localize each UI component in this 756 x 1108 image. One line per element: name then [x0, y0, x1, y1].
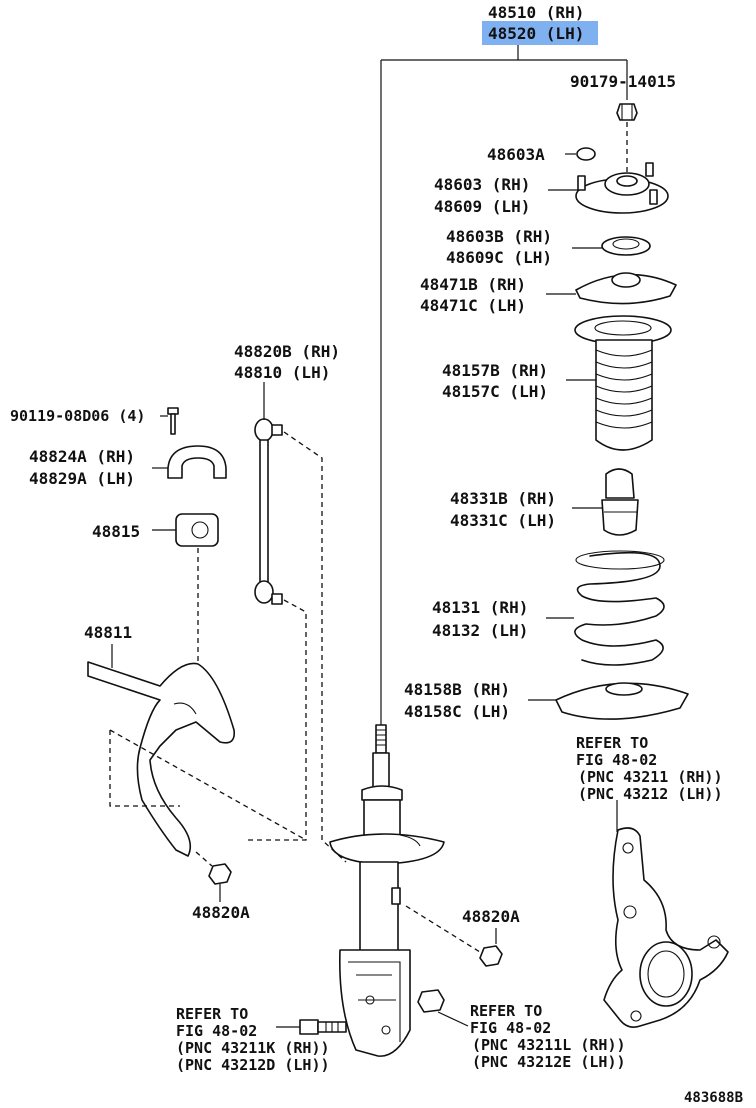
cap-part	[565, 147, 596, 161]
label-ref-nut-2: FIG 48-02	[470, 1019, 551, 1037]
label-ref-knuckle-2: FIG 48-02	[576, 751, 657, 769]
bracket-bolt-part	[160, 407, 179, 435]
label-spring-rh: 48131 (RH)	[432, 598, 528, 617]
label-strut-assy-lh: 48520 (LH)	[488, 24, 584, 43]
label-ref-knuckle-3: (PNC 43211 (RH))	[578, 768, 723, 786]
label-boot-lh: 48157C (LH)	[442, 382, 548, 401]
link-nut-right-part	[479, 928, 503, 967]
label-strut-assy-rh: 48510 (RH)	[488, 3, 584, 22]
stabilizer-bushing-part	[152, 513, 219, 547]
stabilizer-bracket-part	[152, 445, 227, 479]
support-part	[548, 162, 669, 214]
bearing-part	[572, 236, 651, 256]
label-lower-insulator-rh: 48158B (RH)	[404, 680, 510, 699]
steering-knuckle-part	[603, 827, 729, 1028]
label-bumper-rh: 48331B (RH)	[450, 489, 556, 508]
boot-part	[566, 315, 672, 451]
stabilizer-bar-part	[87, 644, 236, 857]
shock-absorber-part	[329, 724, 445, 1057]
label-ref-bolt-4: (PNC 43212D (LH))	[176, 1056, 330, 1074]
bumper-part	[572, 468, 639, 536]
label-ref-knuckle-1: REFER TO	[576, 734, 648, 752]
label-stabilizer-bar: 48811	[84, 623, 132, 642]
top-nut-part	[616, 103, 638, 121]
label-ref-knuckle-4: (PNC 43212 (LH))	[578, 785, 723, 803]
label-ref-bolt-1: REFER TO	[176, 1005, 248, 1023]
label-ref-nut-1: REFER TO	[470, 1002, 542, 1020]
label-ref-nut-4: (PNC 43212E (LH))	[472, 1053, 626, 1071]
label-bearing-rh: 48603B (RH)	[446, 227, 552, 246]
upper-seat-part	[546, 272, 677, 305]
stabilizer-link-part	[254, 382, 283, 605]
coil-spring-part	[546, 550, 665, 666]
label-bearing-lh: 48609C (LH)	[446, 248, 552, 267]
strut-assembly-leader	[380, 45, 628, 725]
link-nut-left-part	[208, 863, 232, 902]
highlight-box	[482, 21, 598, 45]
label-bushing: 48815	[92, 522, 140, 541]
label-nut-left: 48820A	[192, 903, 250, 922]
knuckle-nut-part	[417, 989, 469, 1027]
lower-insulator-part	[528, 682, 689, 720]
label-support-lh: 48609 (LH)	[434, 197, 530, 216]
label-support-rh: 48603 (RH)	[434, 175, 530, 194]
label-ref-nut-3: (PNC 43211L (RH))	[472, 1036, 626, 1054]
label-upper-seat-lh: 48471C (LH)	[420, 296, 526, 315]
label-lower-insulator-lh: 48158C (LH)	[404, 702, 510, 721]
label-spring-lh: 48132 (LH)	[432, 621, 528, 640]
label-bracket-rh: 48824A (RH)	[29, 447, 135, 466]
label-nut-right: 48820A	[462, 907, 520, 926]
label-link-rh: 48820B (RH)	[234, 342, 340, 361]
knuckle-bolt-part	[276, 1019, 347, 1035]
label-cap: 48603A	[487, 145, 545, 164]
label-boot-rh: 48157B (RH)	[442, 361, 548, 380]
label-bumper-lh: 48331C (LH)	[450, 511, 556, 530]
figure-id: 483688B	[684, 1090, 743, 1106]
label-nut-top: 90179-14015	[570, 72, 676, 91]
label-bracket-lh: 48829A (LH)	[29, 469, 135, 488]
label-link-lh: 48810 (LH)	[234, 363, 330, 382]
label-ref-bolt-3: (PNC 43211K (RH))	[176, 1039, 330, 1057]
label-ref-bolt-2: FIG 48-02	[176, 1022, 257, 1040]
label-upper-seat-rh: 48471B (RH)	[420, 275, 526, 294]
label-bracket-bolt: 90119-08D06 (4)	[10, 407, 145, 425]
